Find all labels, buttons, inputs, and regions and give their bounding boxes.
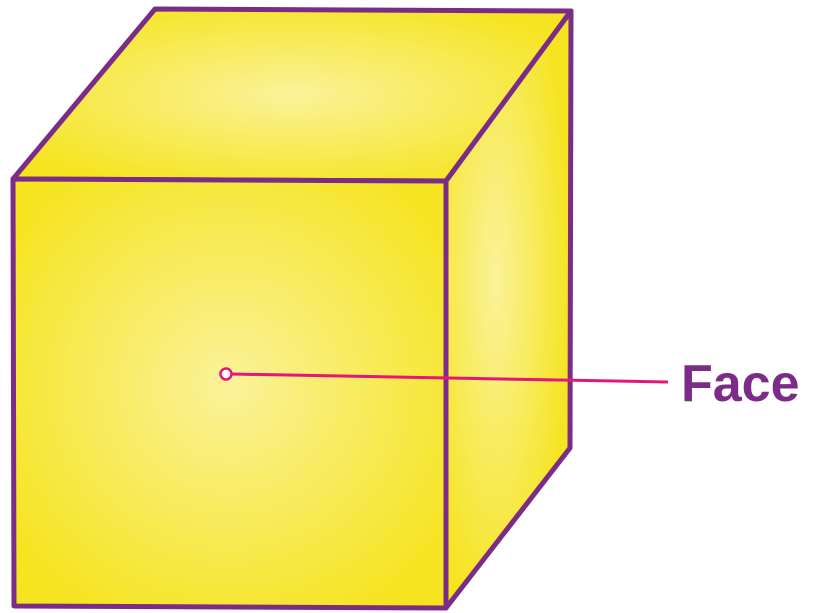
cube-front-face — [10, 176, 449, 611]
face-pointer-line — [230, 372, 669, 384]
face-pointer-dot — [219, 367, 233, 381]
face-label: Face — [681, 355, 800, 413]
